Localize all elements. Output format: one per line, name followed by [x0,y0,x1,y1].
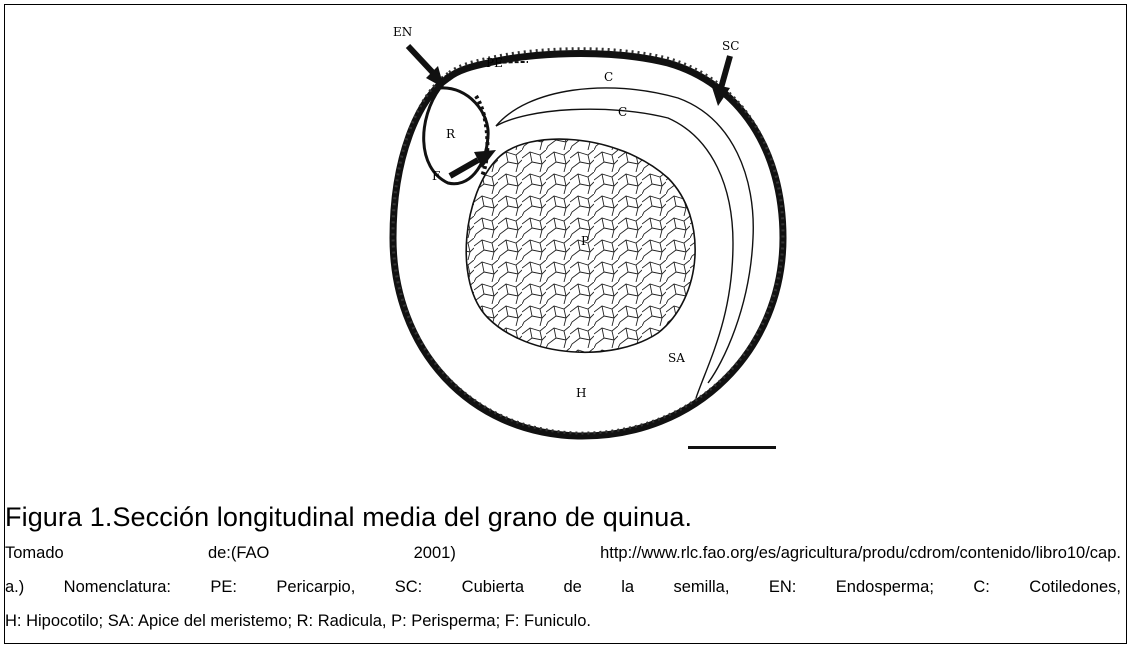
seed-section-figure: EN PE SC C C R F P SA H [378,18,798,468]
label-c-inner: C [618,105,627,119]
quinoa-seed-diagram: EN PE SC C C R F P SA H [378,18,798,468]
caption-source-line: Tomado de:(FAO 2001) http://www.rlc.fao.… [5,544,1121,563]
label-sc: SC [722,39,739,53]
en-arrow [408,46,436,76]
scale-bar [688,446,776,449]
label-h: H [576,386,586,400]
label-f: F [432,169,440,183]
label-pe: PE [486,56,503,70]
caption-nomenclature-line: a.) Nomenclatura: PE: Pericarpio, SC: Cu… [5,578,1121,597]
caption-nomenclature-line-2: H: Hipocotilo; SA: Apice del meristemo; … [5,612,1121,631]
label-r: R [446,127,456,141]
label-sa: SA [668,351,685,365]
figure-caption-title: Figura 1.Sección longitudinal media del … [5,502,692,533]
sc-arrow [721,56,730,88]
label-p: P [581,234,589,248]
label-c-outer: C [604,70,613,84]
label-en: EN [393,25,412,39]
